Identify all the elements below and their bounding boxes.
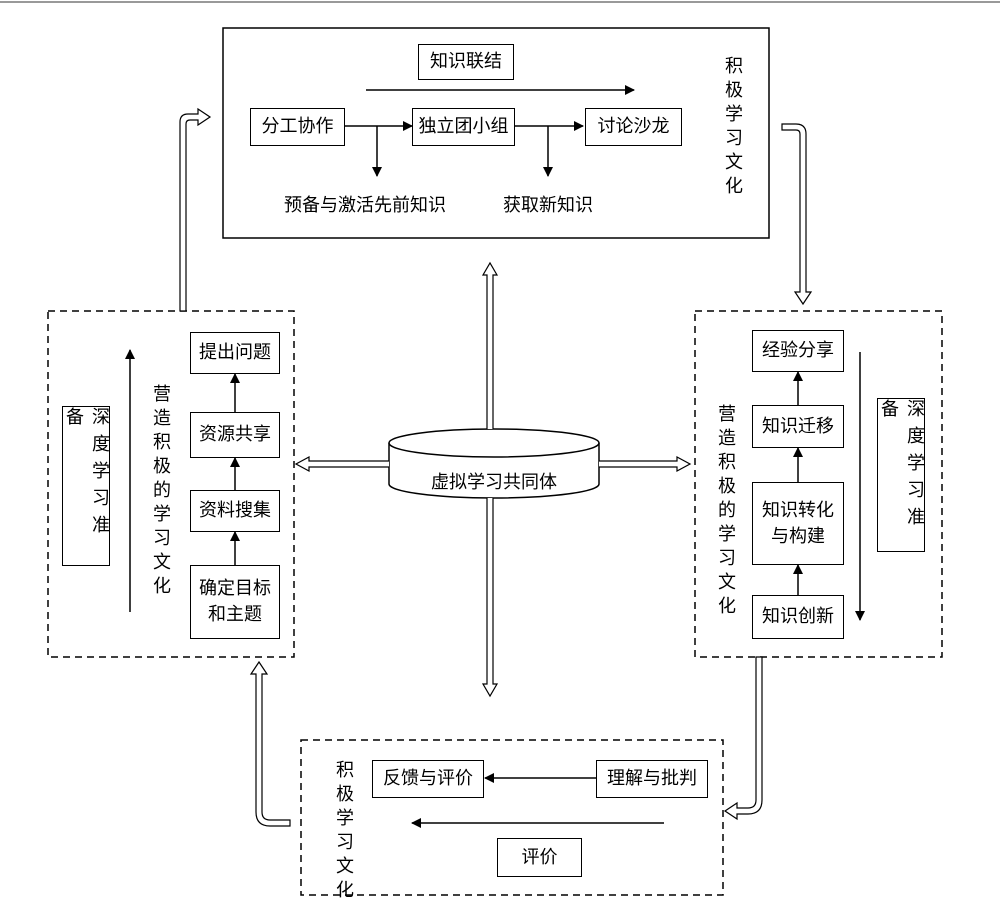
- step-label: 知识迁移: [762, 415, 834, 437]
- knowledge-connection-box: 知识联结: [418, 44, 514, 80]
- step-label: 知识创新: [762, 606, 834, 627]
- outcome-new-knowledge: 获取新知识: [503, 195, 593, 216]
- step-label: 知识转化与构建: [762, 499, 834, 547]
- step-knowledge-transfer: 知识迁移: [752, 405, 844, 448]
- step-understanding-critique: 理解与批判: [596, 760, 708, 798]
- left-deep-learning-prep-box: 深度学习准备: [62, 406, 110, 566]
- right-deep-learning-prep-box: 深度学习准备: [877, 398, 925, 552]
- step-label: 经验分享: [762, 340, 834, 361]
- step-label: 讨论沙龙: [597, 116, 670, 137]
- bottom-culture-label: 积极学习文化: [333, 760, 354, 904]
- right-section-frame: [694, 310, 943, 658]
- left-culture-label: 营造积极的学习文化: [150, 384, 171, 600]
- step-label: 反馈与评价: [383, 768, 473, 789]
- center-double-arrow-right: [599, 455, 692, 473]
- step-label: 确定目标和主题: [199, 578, 271, 625]
- step-independent-group: 独立团小组: [412, 108, 515, 146]
- cycle-arrow-top-to-right: [781, 123, 813, 306]
- evaluation-box: 评价: [497, 838, 582, 877]
- evaluation-label: 评价: [521, 846, 558, 868]
- step-label: 理解与批判: [607, 768, 697, 789]
- step-discussion-salon: 讨论沙龙: [585, 108, 682, 146]
- outcome-prior-knowledge: 预备与激活先前知识: [284, 195, 446, 216]
- step-label: 资源共享: [199, 424, 271, 445]
- community-cylinder: [388, 428, 600, 499]
- cycle-arrow-bottom-to-left: [249, 660, 291, 827]
- step-collect-materials: 资料搜集: [190, 490, 280, 532]
- knowledge-connection-label: 知识联结: [430, 51, 502, 72]
- center-double-arrow-up: [481, 261, 499, 429]
- center-double-arrow-left: [294, 455, 389, 473]
- cycle-arrow-left-to-top: [179, 107, 212, 312]
- step-knowledge-innovation: 知识创新: [752, 595, 844, 639]
- step-raise-questions: 提出问题: [190, 332, 280, 374]
- step-define-goals: 确定目标和主题: [190, 565, 280, 639]
- right-deep-learning-prep-label: 深度学习准备: [878, 399, 925, 534]
- community-label: 虚拟学习共同体: [431, 472, 557, 493]
- bottom-section-frame: [300, 739, 724, 896]
- step-knowledge-transformation: 知识转化与构建: [752, 482, 844, 565]
- center-double-arrow-down: [481, 498, 499, 698]
- step-label: 分工协作: [261, 116, 334, 137]
- step-share-resources: 资源共享: [190, 412, 280, 458]
- step-label: 独立团小组: [418, 116, 509, 137]
- left-section-frame: [47, 310, 295, 658]
- step-feedback-evaluation: 反馈与评价: [372, 760, 484, 798]
- step-label: 提出问题: [199, 342, 271, 363]
- step-experience-sharing: 经验分享: [752, 330, 844, 372]
- step-label: 资料搜集: [199, 500, 271, 521]
- top-culture-label: 积极学习文化: [722, 56, 743, 200]
- left-deep-learning-prep-label: 深度学习准备: [63, 407, 110, 542]
- cycle-arrow-right-to-bottom: [723, 656, 763, 821]
- step-division-of-labor: 分工协作: [250, 108, 345, 146]
- right-culture-label: 营造积极的学习文化: [715, 404, 736, 620]
- top-section-frame: [222, 27, 770, 239]
